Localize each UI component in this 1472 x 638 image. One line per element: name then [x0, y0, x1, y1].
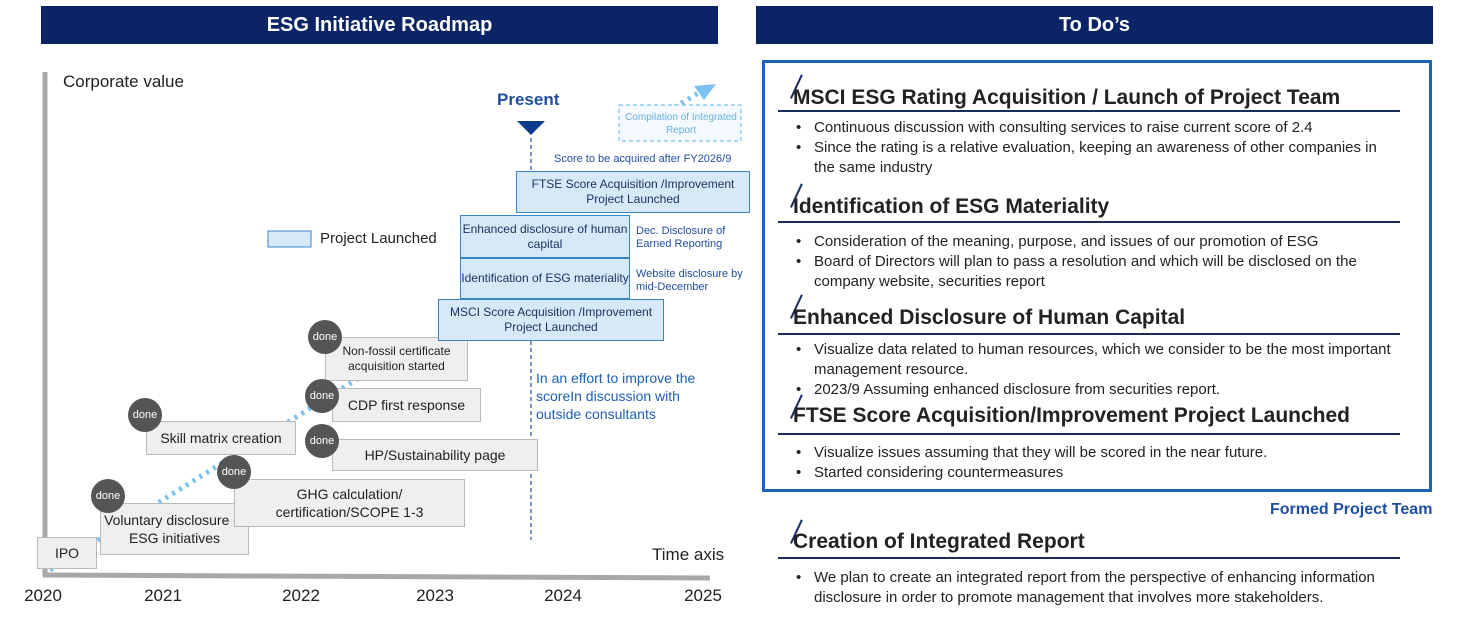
year-tick: 2023 — [416, 586, 454, 605]
todos-header: To Do’s — [756, 6, 1433, 44]
list-item: Consideration of the meaning, purpose, a… — [792, 232, 1402, 252]
todo-section-title: Creation of Integrated Report — [793, 530, 1085, 553]
milestone-voluntary-disclosure: Voluntary disclosure of ESG initiatives — [100, 503, 249, 555]
note-dec-disclosure: Dec. Disclosure of Earned Reporting — [636, 225, 726, 250]
list-item: Continuous discussion with consulting se… — [792, 118, 1392, 138]
year-tick: 2022 — [282, 586, 320, 605]
todo-section-title: FTSE Score Acquisition/Improvement Proje… — [793, 404, 1350, 427]
project-human-capital: Enhanced disclosure of human capital — [460, 215, 630, 258]
roadmap-header: ESG Initiative Roadmap — [41, 6, 718, 44]
project-materiality: Identification of ESG materiality — [460, 258, 630, 299]
note-website: Website disclosure by mid-December — [636, 268, 743, 293]
list-item: Board of Directors will plan to pass a r… — [792, 252, 1402, 292]
milestone-ghg: GHG calculation/ certification/SCOPE 1-3 — [234, 479, 465, 527]
done-badge: done — [217, 455, 251, 489]
list-item: Visualize issues assuming that they will… — [792, 443, 1402, 463]
section-rule — [778, 221, 1400, 223]
project-integrated-report: Compilation of Integrated Report — [625, 112, 737, 136]
list-item: Visualize data related to human resource… — [792, 340, 1402, 380]
done-badge: done — [305, 379, 339, 413]
legend-swatch — [267, 230, 312, 248]
section-rule — [778, 557, 1400, 559]
list-item: Started considering countermeasures — [792, 463, 1402, 483]
year-tick: 2020 — [24, 586, 62, 605]
note-effort: In an effort to improve the scoreIn disc… — [536, 370, 696, 422]
todo-panel — [762, 60, 1432, 492]
milestone-skill-matrix: Skill matrix creation — [146, 421, 296, 455]
year-tick: 2021 — [144, 586, 182, 605]
list-item: We plan to create an integrated report f… — [792, 568, 1382, 608]
todo-section-title: Enhanced Disclosure of Human Capital — [793, 306, 1186, 329]
x-axis-line — [42, 572, 711, 581]
milestone-hp-sustainability: HP/Sustainability page — [332, 439, 538, 471]
legend-label: Project Launched — [320, 230, 437, 247]
x-axis-label: Time axis — [652, 545, 725, 564]
integrated-report-box — [618, 104, 742, 142]
growth-arrowhead-icon — [694, 84, 716, 100]
project-msci: MSCI Score Acquisition /Improvement Proj… — [438, 299, 664, 341]
todo-bullets: Visualize data related to human resource… — [792, 340, 1402, 400]
formed-project-team-label: Formed Project Team — [1270, 501, 1433, 518]
done-badge: done — [305, 424, 339, 458]
y-axis-label: Corporate value — [63, 72, 184, 91]
list-item: Since the rating is a relative evaluatio… — [792, 138, 1392, 178]
present-label: Present — [497, 90, 560, 109]
done-badge: done — [91, 479, 125, 513]
todo-bullets: Consideration of the meaning, purpose, a… — [792, 232, 1402, 292]
todo-section-title: MSCI ESG Rating Acquisition / Launch of … — [793, 86, 1341, 109]
todo-bullets: Continuous discussion with consulting se… — [792, 118, 1392, 178]
year-tick: 2025 — [684, 586, 722, 605]
section-rule — [778, 433, 1400, 435]
present-marker-icon — [517, 121, 545, 135]
year-tick: 2024 — [544, 586, 582, 605]
todo-bullets: We plan to create an integrated report f… — [792, 568, 1382, 608]
section-rule — [778, 110, 1400, 112]
list-item: 2023/9 Assuming enhanced disclosure from… — [792, 380, 1402, 400]
section-rule — [778, 333, 1400, 335]
note-score-after: Score to be acquired after FY2026/9 — [554, 153, 732, 165]
done-badge: done — [308, 320, 342, 354]
milestone-non-fossil: Non-fossil certificate acquisition start… — [325, 337, 468, 381]
milestone-cdp: CDP first response — [332, 388, 481, 422]
todo-section-title: Identification of ESG Materiality — [793, 195, 1110, 218]
project-ftse: FTSE Score Acquisition /Improvement Proj… — [516, 171, 750, 213]
todo-bullets: Visualize issues assuming that they will… — [792, 443, 1402, 483]
done-badge: done — [128, 398, 162, 432]
milestone-ipo: IPO — [37, 537, 97, 569]
